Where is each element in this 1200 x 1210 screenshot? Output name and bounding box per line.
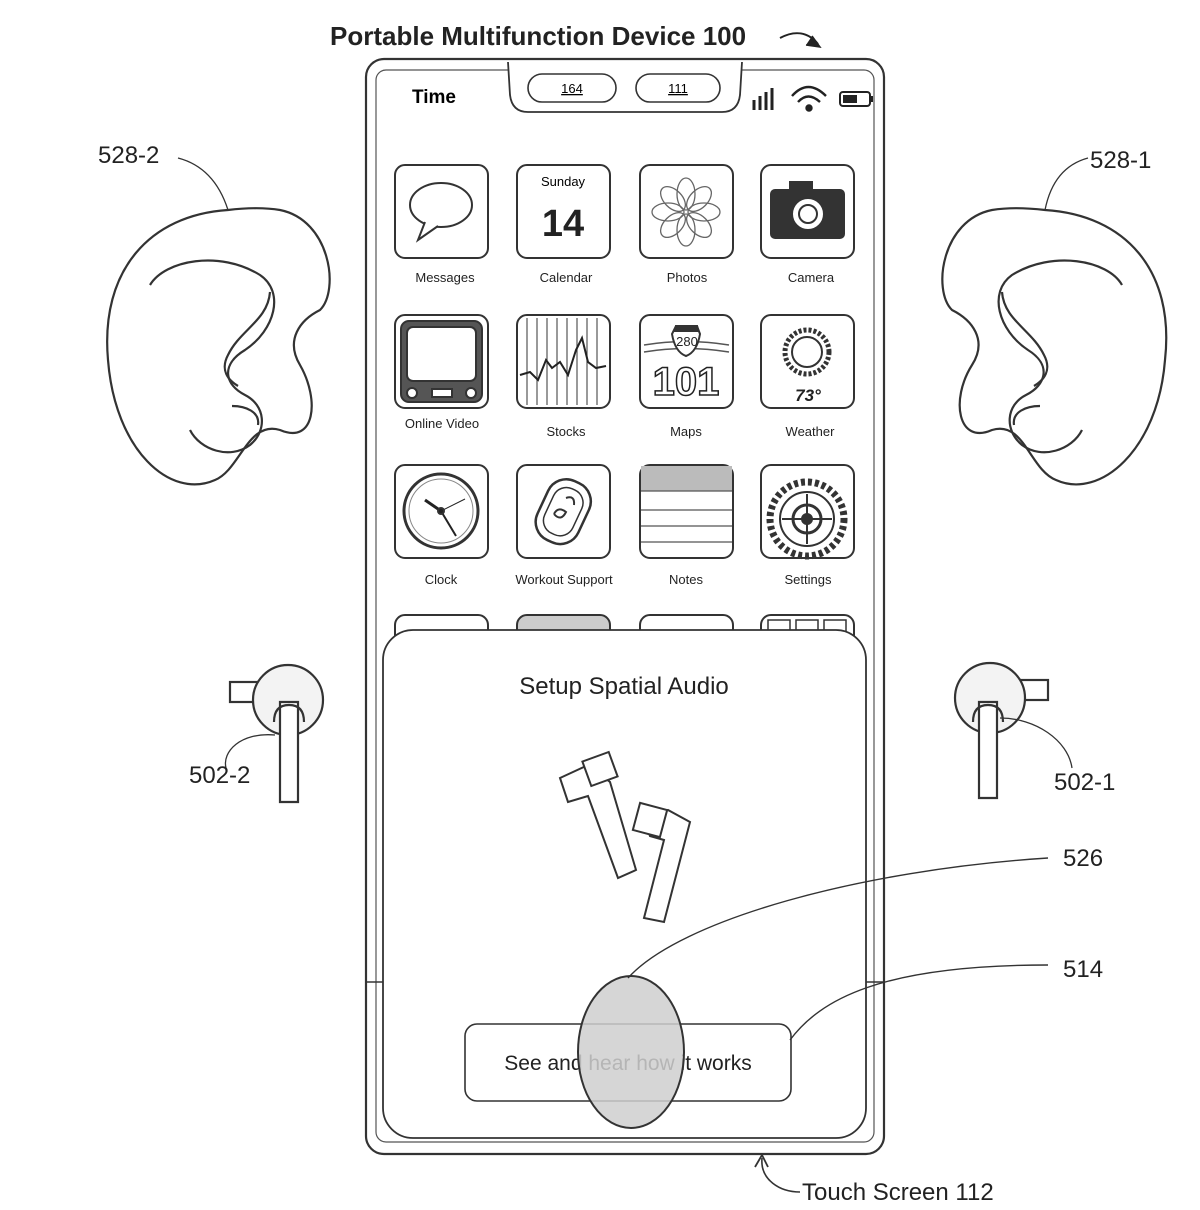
app-label: Maps bbox=[670, 424, 702, 439]
app-camera[interactable] bbox=[761, 165, 854, 258]
camera-icon bbox=[771, 182, 844, 238]
app-online-video[interactable] bbox=[395, 315, 488, 408]
figure-title: Portable Multifunction Device 100 bbox=[330, 21, 746, 51]
touch-contact-526 bbox=[578, 976, 684, 1128]
calendar-date: 14 bbox=[542, 203, 584, 245]
weather-icon bbox=[785, 330, 829, 374]
touch-screen-label: Touch Screen 112 bbox=[802, 1179, 994, 1206]
ref-502-1: 502-1 bbox=[1054, 769, 1115, 796]
touch-screen-leader bbox=[762, 1158, 800, 1192]
ref-526: 526 bbox=[1063, 845, 1103, 872]
calendar-day: Sunday bbox=[541, 174, 586, 189]
app-label: Online Video bbox=[405, 416, 479, 431]
maps-shield-number: 280 bbox=[676, 334, 698, 349]
settings-icon bbox=[770, 482, 844, 556]
weather-temp: 73° bbox=[795, 386, 821, 405]
app-label: Clock bbox=[425, 572, 458, 587]
app-label: Notes bbox=[669, 572, 703, 587]
ref-528-1: 528-1 bbox=[1090, 147, 1151, 174]
app-notes[interactable] bbox=[640, 465, 733, 558]
sheet-title: Setup Spatial Audio bbox=[519, 673, 729, 700]
app-label: Calendar bbox=[540, 270, 593, 285]
status-pill-164-label: 164 bbox=[561, 81, 583, 96]
app-label: Messages bbox=[415, 270, 475, 285]
online-video-icon bbox=[401, 321, 482, 402]
app-label: Weather bbox=[786, 424, 836, 439]
leader-528-1 bbox=[1045, 158, 1088, 210]
app-label: Photos bbox=[667, 270, 708, 285]
status-pill-111-label: 111 bbox=[668, 81, 688, 96]
leader-528-2 bbox=[178, 158, 228, 210]
app-messages[interactable] bbox=[395, 165, 488, 258]
app-stocks[interactable] bbox=[517, 315, 610, 408]
ref-502-2: 502-2 bbox=[189, 762, 250, 789]
battery-icon bbox=[840, 92, 873, 106]
maps-route-number: 101 bbox=[653, 360, 720, 404]
status-time: Time bbox=[412, 87, 456, 108]
app-clock[interactable] bbox=[395, 465, 488, 558]
app-label: Settings bbox=[785, 572, 832, 587]
ref-514: 514 bbox=[1063, 956, 1103, 983]
app-photos[interactable] bbox=[640, 165, 733, 258]
app-label: Stocks bbox=[546, 424, 586, 439]
app-settings[interactable] bbox=[761, 465, 854, 558]
right-ear bbox=[942, 208, 1166, 484]
ref-528-2: 528-2 bbox=[98, 142, 159, 169]
right-earbud bbox=[955, 663, 1048, 798]
clock-icon bbox=[404, 474, 478, 548]
app-label: Workout Support bbox=[515, 572, 613, 587]
app-workout-support[interactable] bbox=[517, 465, 610, 558]
app-label: Camera bbox=[788, 270, 835, 285]
left-ear bbox=[107, 208, 329, 484]
